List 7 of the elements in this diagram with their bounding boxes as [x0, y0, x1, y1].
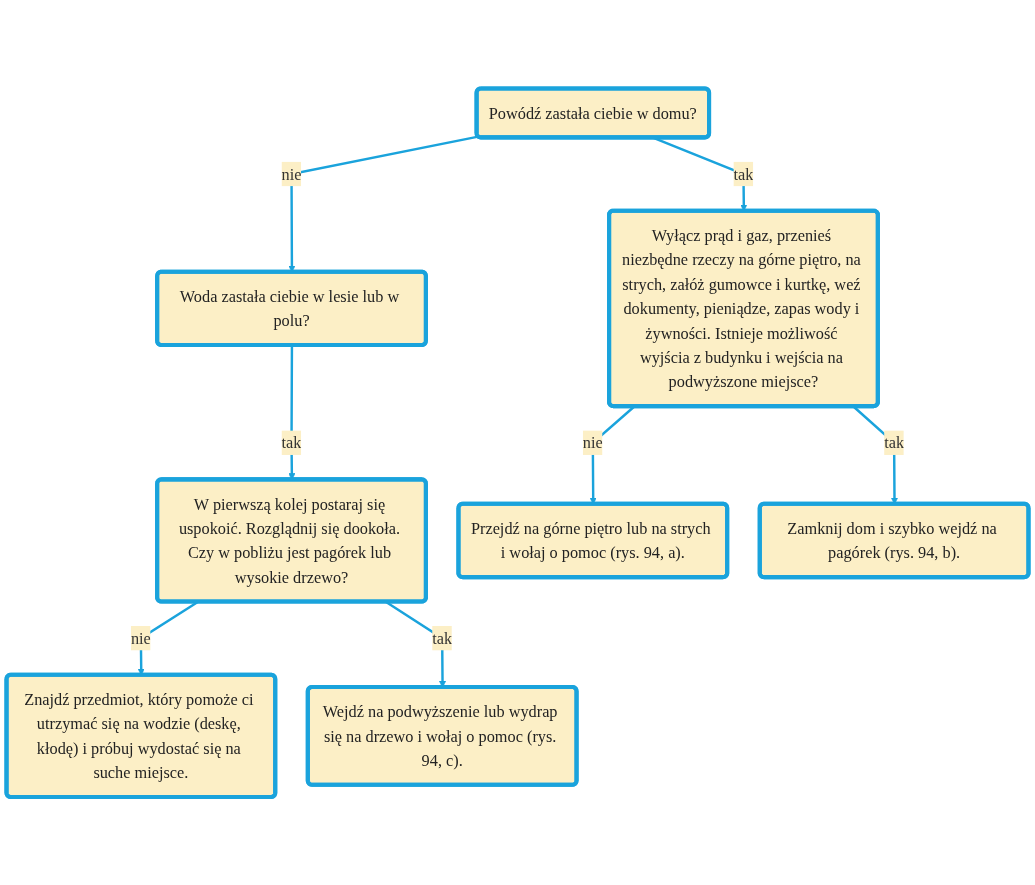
- edge-label: nie: [281, 164, 302, 183]
- edge-label: tak: [432, 628, 453, 647]
- edge-label: nie: [130, 628, 151, 647]
- edge-label: tak: [281, 433, 302, 452]
- edge-label: tak: [733, 164, 754, 183]
- edge-label: tak: [884, 433, 905, 452]
- edge-label: nie: [582, 433, 603, 452]
